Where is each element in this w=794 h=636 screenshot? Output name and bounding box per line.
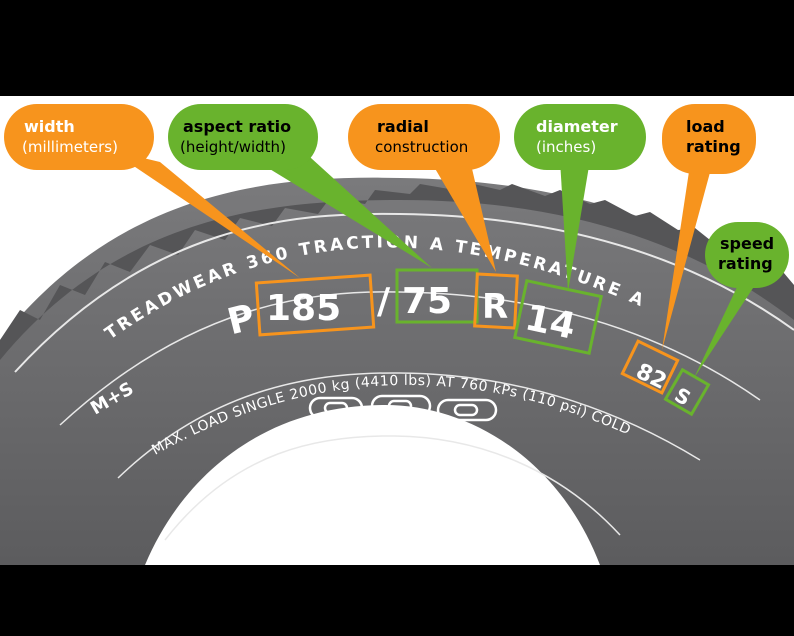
load-title: load bbox=[686, 117, 725, 136]
radial-title: radial bbox=[377, 117, 429, 136]
aspect-title: aspect ratio bbox=[183, 117, 291, 136]
radial-bubble bbox=[348, 104, 500, 170]
callout-bubbles bbox=[4, 104, 789, 288]
callout-pointers bbox=[110, 148, 755, 378]
speed-bubble bbox=[705, 222, 789, 288]
callout-labels: width (millimeters) aspect ratio (height… bbox=[22, 117, 774, 273]
diameter-value: 14 bbox=[522, 297, 580, 348]
tire-sidewall bbox=[0, 177, 794, 565]
aspect-bubble bbox=[168, 104, 318, 170]
width-subtitle: (millimeters) bbox=[22, 138, 118, 156]
dot-code-ovals bbox=[308, 394, 498, 422]
diameter-box bbox=[513, 278, 603, 356]
load-subtitle: rating bbox=[686, 137, 741, 156]
slash: / bbox=[377, 281, 391, 322]
speed-subtitle: rating bbox=[718, 254, 773, 273]
width-title: width bbox=[24, 117, 75, 136]
aspect-value: 75 bbox=[402, 281, 452, 322]
aspect-subtitle: (height/width) bbox=[180, 138, 286, 156]
diameter-subtitle: (inches) bbox=[536, 138, 596, 156]
load-box bbox=[620, 339, 680, 395]
speed-box bbox=[663, 367, 711, 417]
radial-value: R bbox=[482, 287, 508, 327]
highlight-boxes bbox=[254, 268, 711, 417]
width-bubble bbox=[4, 104, 154, 170]
diameter-bubble bbox=[514, 104, 646, 170]
load-bubble bbox=[662, 104, 756, 174]
width-value: 185 bbox=[266, 288, 341, 329]
width-box bbox=[254, 273, 376, 337]
radial-box bbox=[473, 272, 519, 330]
speed-title: speed bbox=[720, 234, 774, 253]
radial-subtitle: construction bbox=[375, 138, 468, 156]
diameter-title: diameter bbox=[536, 117, 618, 136]
